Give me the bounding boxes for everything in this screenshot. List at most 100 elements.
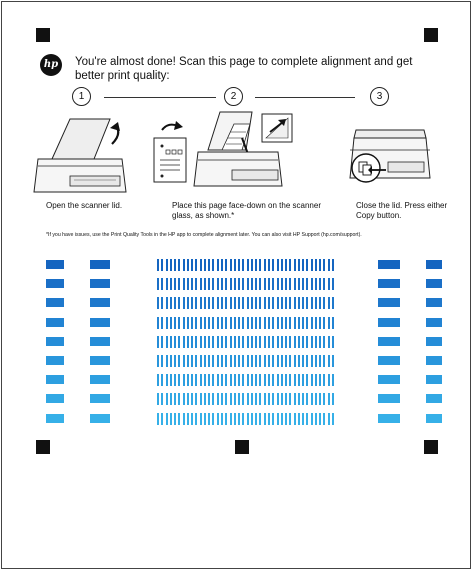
- alignment-tick: [272, 413, 274, 425]
- footnote: *If you have issues, use the Print Quali…: [46, 232, 362, 238]
- alignment-tick: [319, 393, 321, 405]
- alignment-block: [46, 375, 64, 384]
- alignment-tick: [247, 413, 249, 425]
- alignment-tick: [187, 393, 189, 405]
- alignment-tick: [306, 355, 308, 367]
- alignment-tick: [294, 355, 296, 367]
- alignment-tick: [251, 393, 253, 405]
- alignment-tick: [212, 317, 214, 329]
- alignment-tick: [195, 393, 197, 405]
- alignment-block: [378, 260, 400, 269]
- alignment-tick: [319, 259, 321, 271]
- alignment-tick: [323, 259, 325, 271]
- alignment-tick: [259, 317, 261, 329]
- alignment-tick: [255, 413, 257, 425]
- alignment-tick: [272, 278, 274, 290]
- alignment-block: [378, 279, 400, 288]
- alignment-tick: [166, 259, 168, 271]
- step-connector-1: [104, 97, 216, 98]
- alignment-tick: [328, 355, 330, 367]
- alignment-tick: [166, 278, 168, 290]
- alignment-tick: [323, 393, 325, 405]
- alignment-tick: [289, 374, 291, 386]
- alignment-tick: [294, 393, 296, 405]
- alignment-tick: [247, 259, 249, 271]
- alignment-tick: [200, 393, 202, 405]
- alignment-block: [426, 260, 442, 269]
- alignment-tick: [221, 355, 223, 367]
- alignment-tick: [323, 278, 325, 290]
- alignment-tick: [191, 374, 193, 386]
- alignment-tick: [251, 278, 253, 290]
- alignment-tick: [298, 317, 300, 329]
- alignment-block: [90, 356, 110, 365]
- alignment-tick: [178, 336, 180, 348]
- alignment-tick: [268, 336, 270, 348]
- alignment-tick: [204, 355, 206, 367]
- alignment-tick: [255, 278, 257, 290]
- alignment-tick: [174, 413, 176, 425]
- alignment-tick: [277, 317, 279, 329]
- alignment-tick: [264, 259, 266, 271]
- alignment-tick: [242, 336, 244, 348]
- alignment-block: [90, 298, 110, 307]
- alignment-tick: [166, 393, 168, 405]
- alignment-tick: [328, 374, 330, 386]
- alignment-tick: [302, 336, 304, 348]
- alignment-tick: [157, 259, 159, 271]
- alignment-block: [378, 414, 400, 423]
- alignment-tick: [306, 259, 308, 271]
- alignment-tick: [191, 413, 193, 425]
- alignment-block: [46, 298, 64, 307]
- alignment-tick: [234, 355, 236, 367]
- alignment-tick: [178, 259, 180, 271]
- alignment-tick: [298, 355, 300, 367]
- alignment-tick: [161, 355, 163, 367]
- alignment-tick: [174, 393, 176, 405]
- alignment-tick: [328, 259, 330, 271]
- alignment-tick: [289, 259, 291, 271]
- alignment-tick: [302, 374, 304, 386]
- alignment-tick: [277, 374, 279, 386]
- alignment-tick: [294, 336, 296, 348]
- alignment-tick: [298, 413, 300, 425]
- alignment-tick: [328, 317, 330, 329]
- alignment-tick: [217, 259, 219, 271]
- alignment-tick: [315, 374, 317, 386]
- alignment-tick: [259, 413, 261, 425]
- alignment-tick: [285, 374, 287, 386]
- alignment-tick: [170, 374, 172, 386]
- alignment-tick: [281, 374, 283, 386]
- alignment-tick: [200, 413, 202, 425]
- alignment-tick: [332, 317, 334, 329]
- alignment-tick: [187, 355, 189, 367]
- alignment-tick: [289, 336, 291, 348]
- alignment-tick: [208, 374, 210, 386]
- alignment-tick: [255, 374, 257, 386]
- registration-mark-top-right: [424, 28, 438, 42]
- alignment-tick: [323, 374, 325, 386]
- alignment-tick: [281, 317, 283, 329]
- alignment-tick: [204, 374, 206, 386]
- alignment-tick: [281, 259, 283, 271]
- alignment-tick: [170, 317, 172, 329]
- alignment-tick: [170, 393, 172, 405]
- alignment-tick: [157, 278, 159, 290]
- alignment-tick: [161, 374, 163, 386]
- alignment-tick: [323, 355, 325, 367]
- alignment-tick: [268, 413, 270, 425]
- alignment-tick: [332, 393, 334, 405]
- alignment-tick: [238, 374, 240, 386]
- alignment-tick: [298, 278, 300, 290]
- alignment-tick: [264, 355, 266, 367]
- alignment-tick: [323, 297, 325, 309]
- alignment-tick: [242, 393, 244, 405]
- alignment-tick: [277, 393, 279, 405]
- alignment-block: [426, 394, 442, 403]
- alignment-tick: [298, 374, 300, 386]
- alignment-block: [426, 375, 442, 384]
- alignment-block: [46, 356, 64, 365]
- alignment-tick: [302, 297, 304, 309]
- alignment-tick: [272, 393, 274, 405]
- alignment-tick: [332, 355, 334, 367]
